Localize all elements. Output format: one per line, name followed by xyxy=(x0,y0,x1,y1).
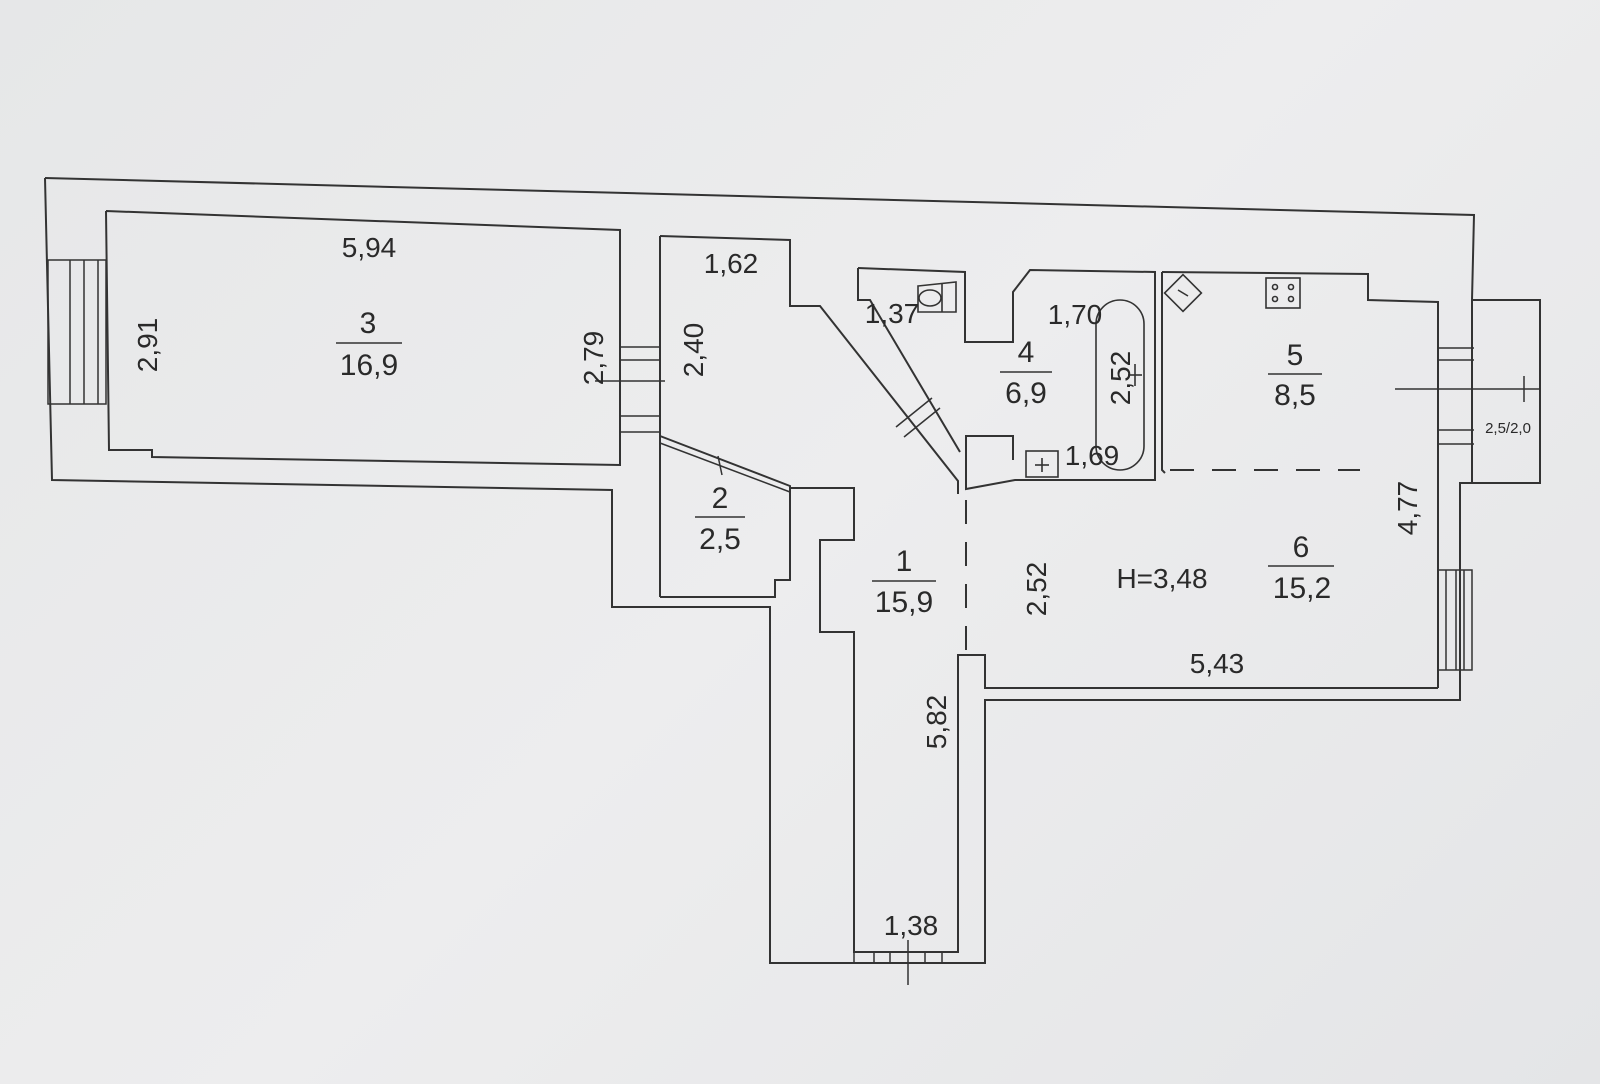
dimension-label: 5,82 xyxy=(921,695,952,750)
dimension-label: 4,77 xyxy=(1392,481,1423,536)
room-3 xyxy=(47,210,621,467)
dimension-label: 5,94 xyxy=(342,232,397,263)
room-number: 1 xyxy=(896,545,913,578)
dimension-label: 2,79 xyxy=(578,331,609,386)
dimension-label: 2,91 xyxy=(132,318,163,373)
room-area: 15,9 xyxy=(875,586,933,619)
room-area: 6,9 xyxy=(1005,377,1047,410)
room-number: 5 xyxy=(1287,339,1304,372)
corridor-upper xyxy=(659,235,959,597)
room-4 xyxy=(857,267,1156,491)
dimension-labels: 5,94 2,91 2,79 1,62 2,40 1,37 1,70 2,52 … xyxy=(132,232,1423,941)
dimension-label: 1,62 xyxy=(704,248,759,279)
dimension-label: 2,52 xyxy=(1021,562,1052,617)
sink-icon xyxy=(1025,450,1059,478)
room-number: 6 xyxy=(1293,531,1310,564)
room-5-6 xyxy=(1161,271,1474,688)
room-area: 16,9 xyxy=(340,349,398,382)
dimension-label: 1,37 xyxy=(865,298,920,329)
room-area: 8,5 xyxy=(1274,379,1316,412)
dimension-label: 1,69 xyxy=(1065,440,1120,471)
window-right xyxy=(1437,569,1473,671)
door-room3 xyxy=(595,346,665,433)
bathtub-icon xyxy=(1095,299,1145,471)
room-2 xyxy=(659,435,791,598)
dimension-label: 2,40 xyxy=(678,323,709,378)
boiler-icon xyxy=(1163,273,1203,313)
dimension-label: 1,38 xyxy=(884,910,939,941)
outer-walls xyxy=(44,177,1476,964)
room-1 xyxy=(790,487,1438,985)
balcony: 2,5/2,0 xyxy=(1395,299,1541,484)
window-left xyxy=(47,259,107,405)
room-labels: 3 16,9 2 2,5 1 15,9 4 6,9 5 8,5 6 15,2 H… xyxy=(336,307,1334,619)
dimension-label: 2,52 xyxy=(1105,351,1136,406)
dimension-label: 1,70 xyxy=(1048,299,1103,330)
room-number: 3 xyxy=(360,307,377,340)
room-area: 15,2 xyxy=(1273,572,1331,605)
toilet-icon xyxy=(917,281,957,313)
ceiling-height-label: H=3,48 xyxy=(1116,563,1207,594)
room-number: 4 xyxy=(1018,336,1035,369)
stove-icon xyxy=(1265,277,1301,309)
room-area: 2,5 xyxy=(699,523,741,556)
room-number: 2 xyxy=(712,482,729,515)
dimension-label: 5,43 xyxy=(1190,648,1245,679)
balcony-label: 2,5/2,0 xyxy=(1485,420,1531,437)
